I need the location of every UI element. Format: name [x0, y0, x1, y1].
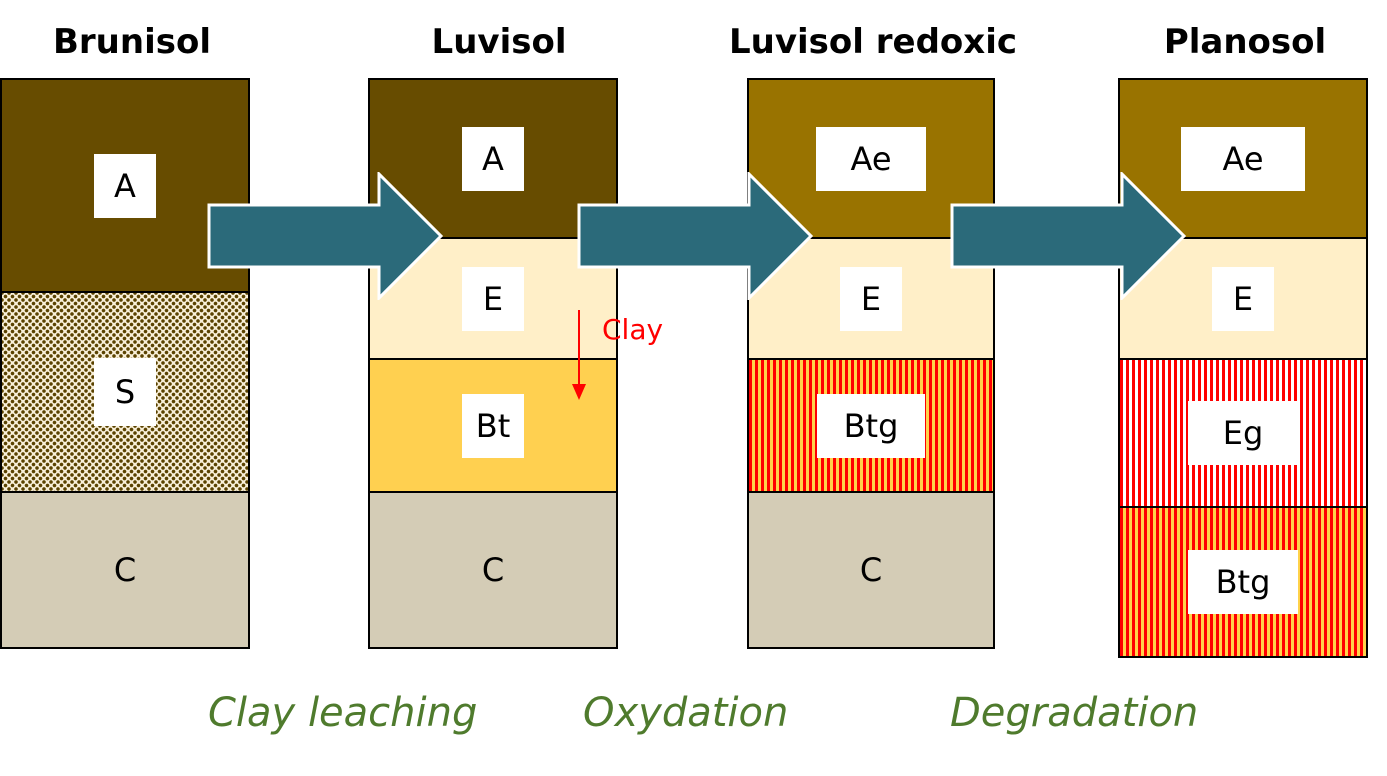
down-arrow-icon: [572, 310, 586, 400]
profile-column-luvisol-redoxic: Ae E Btg C: [747, 78, 995, 649]
horizon-label: C: [113, 551, 137, 589]
horizon-label: E: [1212, 266, 1274, 331]
horizon-label: S: [94, 358, 156, 426]
process-label-oxydation: Oxydation: [583, 690, 789, 736]
horizon-eg: Eg: [1120, 358, 1366, 506]
horizon-label: Ae: [816, 126, 926, 191]
profile-title-luvisol-redoxic: Luvisol redoxic: [728, 22, 1018, 62]
horizon-label: Btg: [817, 393, 925, 458]
clay-note: Clay: [602, 313, 664, 346]
horizon-c: C: [370, 491, 616, 647]
profile-title-luvisol: Luvisol: [431, 22, 567, 62]
process-label-clay-leaching: Clay leaching: [208, 690, 478, 736]
horizon-c: C: [2, 491, 248, 647]
horizon-label: E: [462, 266, 524, 331]
horizon-label: Ae: [1181, 126, 1305, 191]
profile-column-brunisol: A S C: [0, 78, 250, 649]
horizon-label: Btg: [1188, 550, 1298, 614]
horizon-label: A: [94, 153, 156, 218]
horizon-label: C: [481, 551, 505, 589]
right-arrow-1: [207, 172, 444, 300]
profile-title-planosol: Planosol: [1163, 22, 1327, 62]
horizon-bt: Bt: [370, 358, 616, 491]
horizon-label: E: [840, 266, 902, 331]
profile-column-luvisol: A E Bt C: [368, 78, 618, 649]
profile-column-planosol: Ae E Eg Btg: [1118, 78, 1368, 658]
right-arrow-3: [950, 172, 1187, 300]
horizon-label: Bt: [462, 393, 524, 458]
horizon-btg: Btg: [749, 358, 993, 491]
profile-title-brunisol: Brunisol: [53, 22, 211, 62]
horizon-s: S: [2, 291, 248, 491]
horizon-label: Eg: [1188, 401, 1298, 465]
horizon-ae: Ae: [1120, 80, 1366, 237]
right-arrow-2: [577, 172, 814, 300]
horizon-a: A: [2, 80, 248, 291]
horizon-label: C: [859, 551, 883, 589]
process-label-degradation: Degradation: [950, 690, 1199, 736]
horizon-c: C: [749, 491, 993, 647]
horizon-btg: Btg: [1120, 506, 1366, 656]
horizon-label: A: [462, 126, 524, 191]
